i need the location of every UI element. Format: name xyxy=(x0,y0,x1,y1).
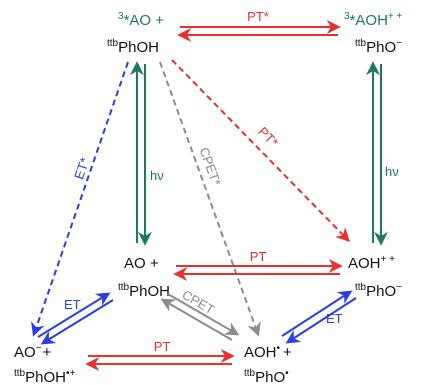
et-left-arrow-a xyxy=(37,292,111,338)
cpet-equilibrium-arrows xyxy=(160,293,240,341)
pt-mid-equilibrium-arrows xyxy=(173,259,343,281)
et-left-arrow-b xyxy=(40,299,114,345)
species-ttbphoh-radical-cation: ttbPhOH•+ xyxy=(14,368,75,385)
et-star-diagonal-arrow xyxy=(31,61,129,337)
species-ao: AO + xyxy=(124,255,159,272)
cpet-arrow-a xyxy=(160,298,233,341)
cpet-star-label: CPET* xyxy=(196,145,224,187)
species-ttbpho-minus-mid: ttbPhO− xyxy=(355,282,402,300)
et-left-equilibrium-arrows xyxy=(37,292,114,345)
species-aoh-plus: AOH+ + xyxy=(348,254,395,272)
species-triplet-ao: 3*AO + xyxy=(118,11,164,29)
et-left-label: ET xyxy=(64,297,81,312)
pt-bottom-equilibrium-arrows xyxy=(85,349,235,371)
species-ttbphoh-top: ttbPhOH xyxy=(107,38,159,56)
hv-right-label: hν xyxy=(385,164,399,179)
hv-right-arrows xyxy=(366,61,388,246)
et-right-arrow-b xyxy=(285,297,357,344)
pt-star-top-label: PT* xyxy=(247,9,269,24)
et-right-label: ET xyxy=(326,311,343,326)
pt-star-diagonal-label: PT* xyxy=(255,124,281,150)
hv-left-label: hν xyxy=(150,168,164,183)
pt-star-diagonal-arrow xyxy=(171,59,350,243)
et-star-label: ET* xyxy=(71,156,92,181)
pt-star-equilibrium-arrows xyxy=(177,20,341,42)
pt-bottom-label: PT xyxy=(154,339,171,354)
cpet-arrow-b xyxy=(167,293,240,336)
species-ttbpho-radical: ttbPhO• xyxy=(244,368,289,385)
pt-mid-label: PT xyxy=(250,249,267,264)
species-aoh-radical: AOH•+ xyxy=(244,343,292,361)
species-triplet-aoh-plus: 3*AOH+ + xyxy=(344,11,403,29)
et-right-arrow-a xyxy=(281,290,353,337)
species-ao-minus: AO−+ xyxy=(14,343,52,361)
cpet-star-diagonal-arrow xyxy=(159,61,261,337)
et-right-equilibrium-arrows xyxy=(281,290,357,344)
species-ttbpho-minus-top: ttbPhO− xyxy=(355,38,402,56)
hv-left-arrows xyxy=(130,61,152,246)
species-ttbphoh-mid: ttbPhOH xyxy=(118,282,170,300)
